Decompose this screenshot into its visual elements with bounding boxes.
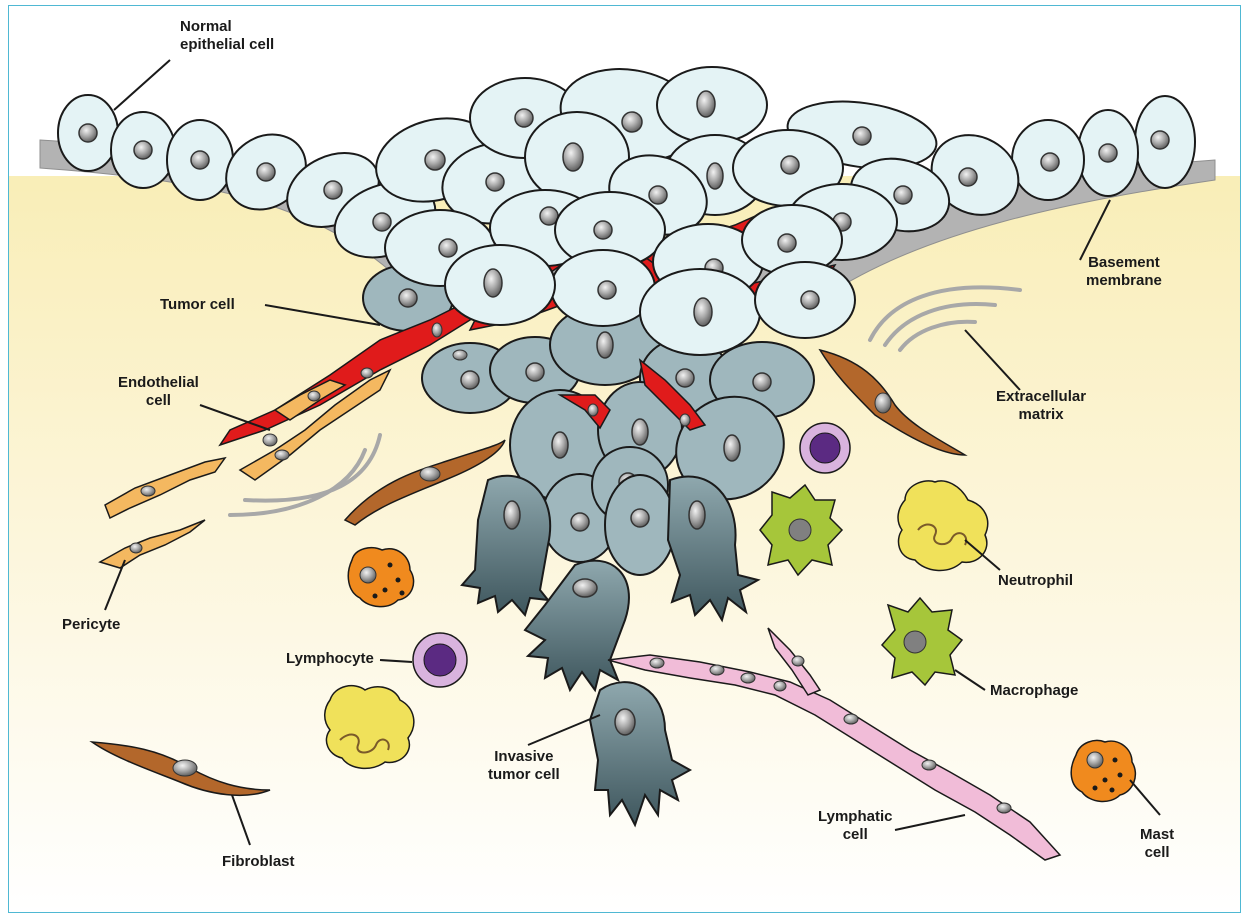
epithelial-cell-icon xyxy=(1078,110,1138,196)
label-line: Normal xyxy=(180,18,274,36)
label-line: Fibroblast xyxy=(222,853,295,871)
label-fibroblast: Fibroblast xyxy=(222,853,295,871)
macrophage-icon xyxy=(882,598,962,685)
lymphocyte-icon xyxy=(800,423,850,473)
label-invasive-tumor-cell: Invasive tumor cell xyxy=(488,748,560,784)
label-pericyte: Pericyte xyxy=(62,616,120,634)
label-line: Neutrophil xyxy=(998,572,1073,590)
label-mast-cell: Mast cell xyxy=(1140,826,1174,862)
epithelial-cell-icon xyxy=(167,120,233,200)
label-line: Extracellular xyxy=(996,388,1086,406)
label-line: Endothelial xyxy=(118,374,199,392)
label-line: Lymphocyte xyxy=(286,650,374,668)
epithelial-cell-icon xyxy=(657,67,767,143)
lymphocyte-icon xyxy=(413,633,467,687)
label-lymphocyte: Lymphocyte xyxy=(286,650,374,668)
label-line: cell xyxy=(118,392,199,410)
label-line: tumor cell xyxy=(488,766,560,784)
label-normal-epithelial-cell: Normal epithelial cell xyxy=(180,18,274,54)
epithelial-cell-icon xyxy=(58,95,118,171)
epithelial-cell-icon xyxy=(755,262,855,338)
label-line: matrix xyxy=(996,406,1086,424)
epithelial-cell-icon xyxy=(1012,120,1084,200)
tumor-cell-icon xyxy=(605,475,675,575)
label-line: Invasive xyxy=(488,748,560,766)
label-line: cell xyxy=(1140,844,1174,862)
label-line: membrane xyxy=(1086,272,1162,290)
label-line: Macrophage xyxy=(990,682,1078,700)
label-line: epithelial cell xyxy=(180,36,274,54)
epithelial-cell-icon xyxy=(640,269,760,355)
epithelial-cell-icon xyxy=(1135,96,1195,188)
mast-cell-icon xyxy=(348,548,413,607)
label-line: Tumor cell xyxy=(160,296,235,314)
epithelial-cell-icon xyxy=(111,112,175,188)
label-endothelial-cell: Endothelial cell xyxy=(118,374,199,410)
label-line: cell xyxy=(818,826,892,844)
label-line: Pericyte xyxy=(62,616,120,634)
label-macrophage: Macrophage xyxy=(990,682,1078,700)
label-line: Mast xyxy=(1140,826,1174,844)
label-neutrophil: Neutrophil xyxy=(998,572,1073,590)
epithelial-cell-icon xyxy=(445,245,555,325)
label-tumor-cell: Tumor cell xyxy=(160,296,235,314)
label-basement-membrane: Basement membrane xyxy=(1086,254,1162,290)
label-lymphatic-cell: Lymphatic cell xyxy=(818,808,892,844)
label-line: Basement xyxy=(1086,254,1162,272)
label-extracellular-matrix: Extracellular matrix xyxy=(996,388,1086,424)
label-line: Lymphatic xyxy=(818,808,892,826)
